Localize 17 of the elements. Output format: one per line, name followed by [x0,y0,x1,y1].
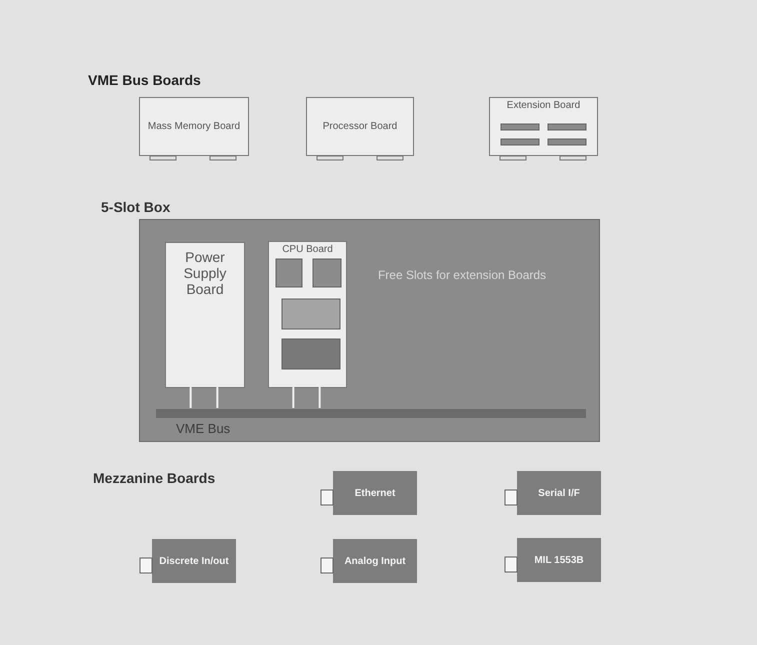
section-heading: Mezzanine Boards [93,470,216,486]
slot-note: Free Slots for extension Boards [376,268,548,282]
group-heading: 5-Slot Box [101,199,170,215]
connector-line [216,387,218,408]
board-box: Mass Memory Board [139,97,249,156]
connector-line [318,387,321,408]
module-box: Serial I/F [517,471,601,515]
module-box: MIL 1553B [517,538,601,582]
module-box: Ethernet [333,471,417,515]
connector-line [292,387,294,408]
module-box: Discrete In/out [152,539,236,583]
board-box: Processor Board [306,97,414,156]
module-box: Analog Input [333,539,417,583]
section-heading: VME Bus Boards [88,72,201,88]
connector-line [190,387,192,408]
bus-bar: VME Bus [156,409,586,437]
board-box: Power Supply Board [165,242,245,388]
